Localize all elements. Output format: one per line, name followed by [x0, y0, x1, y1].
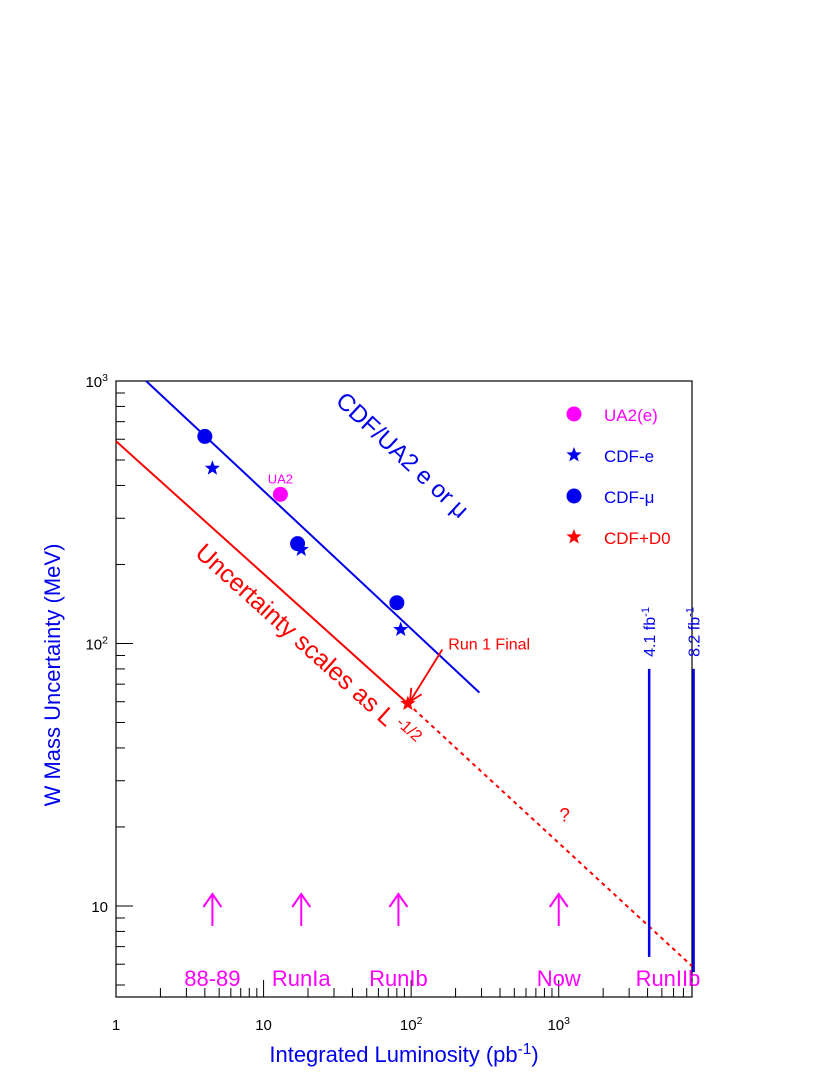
x-tick-label: 10 [255, 1017, 272, 1034]
legend-entry: CDF+D0 [604, 529, 671, 548]
run1-final-annotation: Run 1 Final [448, 636, 530, 653]
period-arrowhead [202, 892, 223, 908]
x-tick-label: 103 [547, 1015, 570, 1034]
legend-entry: CDF-μ [604, 488, 654, 507]
period-label: RunIb [369, 966, 428, 991]
legend-entry: UA2(e) [604, 406, 658, 425]
circle-marker [389, 595, 405, 611]
blue-line-label: CDF/UA2 e or μ [330, 387, 473, 524]
run2-luminosity-label: 8.2 fb-1 [685, 607, 704, 657]
legend-marker [566, 529, 582, 544]
y-tick-label: 103 [85, 372, 108, 391]
circle-marker [290, 536, 306, 552]
x-tick-label: 102 [400, 1015, 423, 1034]
star-marker [393, 621, 409, 637]
red-line-label: Uncertainty scales as L -1/2 [190, 538, 426, 754]
period-arrowhead [388, 892, 409, 908]
extrapolation-line [407, 702, 693, 967]
point-label: UA2 [268, 471, 293, 486]
scaling-line [115, 440, 409, 705]
x-tick-label: 1 [112, 1017, 120, 1034]
legend-marker [566, 406, 582, 422]
question-annotation: ? [559, 805, 570, 826]
circle-marker [272, 486, 288, 502]
period-label: RunIIb [636, 966, 701, 991]
legend-marker [566, 447, 582, 462]
circle-marker [197, 428, 213, 444]
star-marker [204, 460, 221, 475]
y-axis-label: W Mass Uncertainty (MeV) [40, 544, 65, 807]
period-label: RunIa [272, 966, 331, 991]
y-tick-label: 10 [91, 899, 108, 916]
x-axis-label: Integrated Luminosity (pb-1) [269, 1041, 538, 1068]
period-arrowhead [548, 892, 569, 908]
period-arrowhead [291, 892, 312, 908]
run2-luminosity-label: 4.1 fb-1 [640, 607, 659, 657]
star-marker [400, 695, 416, 711]
annotation-arrowhead [408, 687, 423, 704]
legend-entry: CDF-e [604, 447, 654, 466]
period-label: Now [537, 966, 581, 991]
y-tick-label: 102 [85, 634, 108, 653]
annotation-arrow [409, 649, 444, 703]
legend-marker [566, 488, 582, 504]
period-label: 88-89 [184, 966, 240, 991]
